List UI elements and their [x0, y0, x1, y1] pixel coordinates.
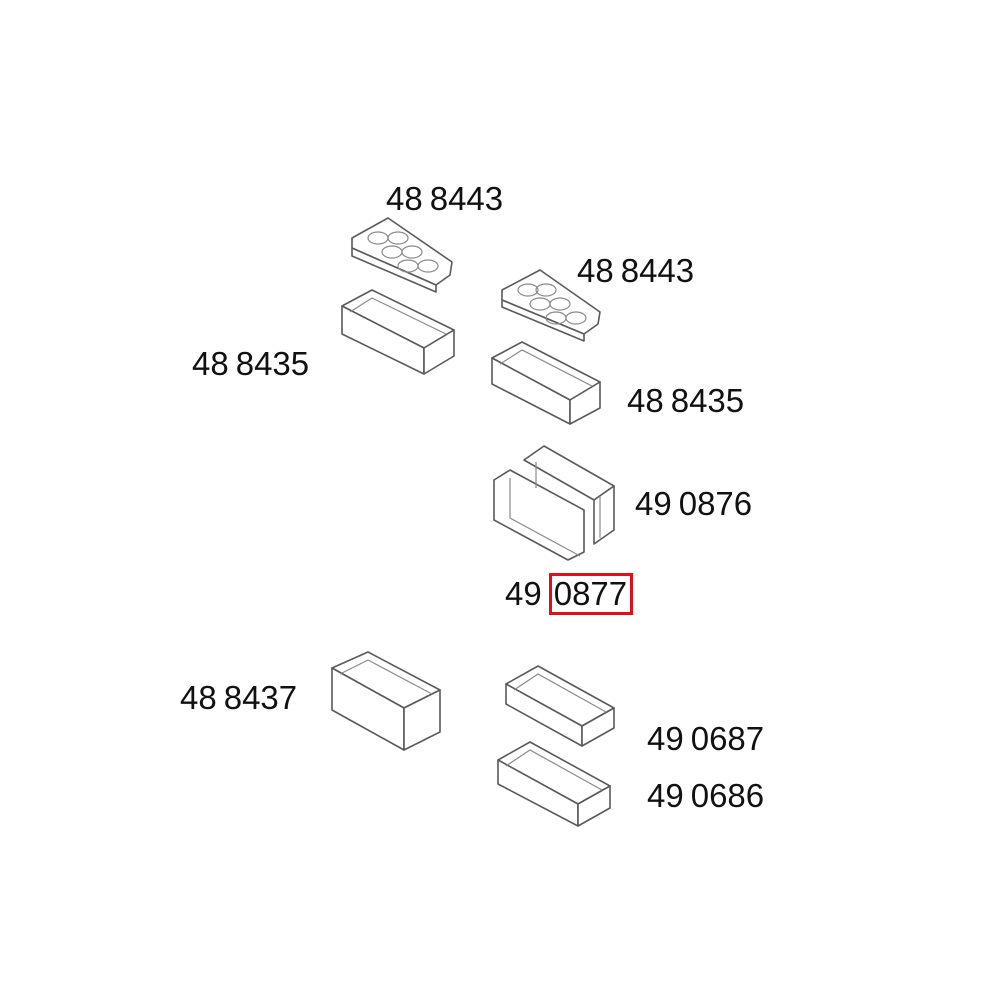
egg-tray-left-drawing [351, 217, 453, 293]
lower-bin-drawing [497, 741, 611, 827]
shelf-left-drawing [341, 289, 455, 375]
highlight-box: 0877 [548, 573, 634, 615]
bottle-holder-drawing [493, 445, 615, 561]
shelf-right-drawing [491, 341, 601, 425]
egg-tray-right-drawing [501, 269, 601, 342]
lower-tray-drawing [505, 665, 615, 747]
bottle-shelf-drawing [331, 651, 441, 751]
